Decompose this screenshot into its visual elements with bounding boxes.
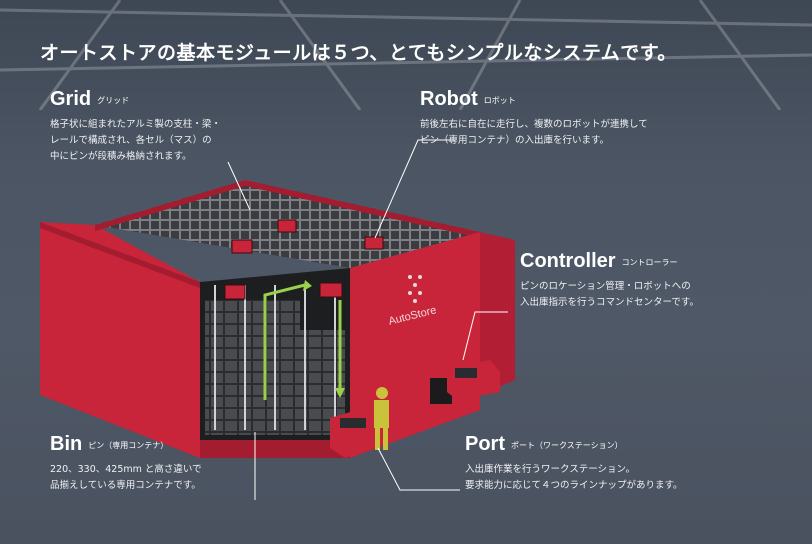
module-title: Port (465, 433, 505, 455)
module-bin: Bin ピン（専用コンテナ） 220、330、425mm と高さ違いで 品揃えして… (50, 433, 280, 494)
module-description: 格子状に組まれたアルミ製の支柱・梁・ レールで構成され、各セル（マス）の 中にビ… (50, 119, 221, 162)
module-grid: Grid グリッド 格子状に組まれたアルミ製の支柱・梁・ レールで構成され、各セル… (50, 88, 250, 165)
robot (224, 219, 384, 300)
module-controller: Controller コントローラー ピンのロケーション管理・ロボットへの 入出庫… (520, 250, 790, 311)
module-title: Robot (420, 88, 478, 110)
grid-wall-left (40, 222, 200, 458)
module-title: Grid (50, 88, 92, 110)
module-subtitle: ロボット (483, 96, 516, 105)
module-title: Controller (520, 250, 616, 272)
module-subtitle: コントローラー (621, 258, 678, 267)
page-heading: オートストアの基本モジュールは５つ、とてもシンプルなシステムです。 (40, 42, 677, 64)
module-description: 220、330、425mm と高さ違いで 品揃えしている専用コンテナです。 (50, 464, 202, 491)
module-subtitle: ピン（専用コンテナ） (88, 441, 169, 450)
module-description: 前後左右に自在に走行し、複数のロボットが連携して ピン（専用コンテナ）の入出庫を… (420, 119, 648, 146)
operator-figure (374, 387, 389, 450)
module-description: ピンのロケーション管理・ロボットへの 入出庫指示を行うコマンドセンターです。 (520, 281, 699, 308)
module-subtitle: グリッド (97, 96, 130, 105)
bin-stack (205, 300, 300, 435)
background-beams (0, 0, 812, 110)
module-description: 入出庫作業を行うワークステーション。 要求能力に応じて４つのラインナップがありま… (465, 464, 683, 491)
module-robot: Robot ロボット 前後左右に自在に走行し、複数のロボットが連携して ピン（専用… (420, 88, 680, 149)
controller-cabinet (430, 378, 452, 404)
module-title: Bin (50, 433, 83, 455)
autostore-logo (408, 275, 422, 303)
module-subtitle: ポート（ワークステーション） (511, 441, 623, 450)
module-port: Port ポート（ワークステーション） 入出庫作業を行うワークステーション。 要求… (465, 433, 755, 494)
